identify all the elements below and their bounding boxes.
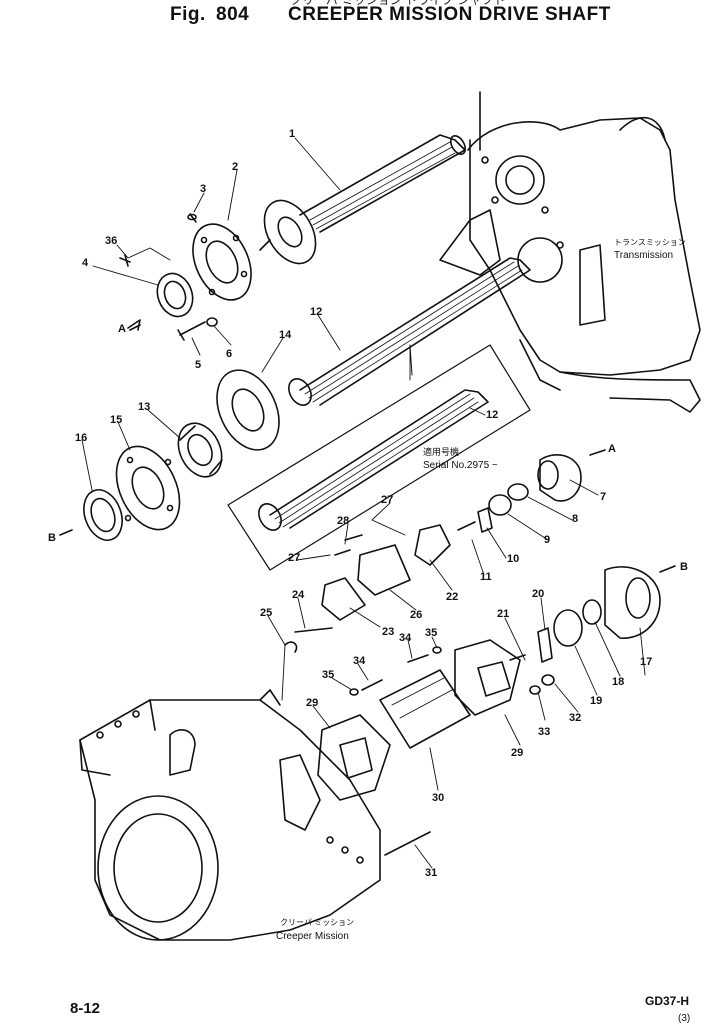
callout-35-lower: 35 (322, 669, 334, 681)
bolt-5 (177, 321, 206, 341)
arrow-a-right (589, 449, 606, 456)
lock-plate-10 (477, 507, 493, 533)
callout-15: 15 (110, 414, 122, 426)
washer-35b (349, 688, 359, 696)
flange-2 (192, 223, 252, 301)
callout-30: 30 (432, 792, 444, 804)
transmission-housing (439, 91, 701, 413)
page-number: 8-12 (70, 1000, 101, 1017)
callout-29-right: 29 (511, 747, 523, 759)
callout-13: 13 (138, 401, 150, 413)
plate-9 (488, 494, 512, 516)
bolt-11 (457, 521, 476, 531)
callout-16: 16 (75, 432, 87, 444)
universal-joint-lower (454, 639, 526, 716)
callout-33: 33 (538, 726, 550, 738)
serial-label-jp: 適用号機 (423, 446, 459, 457)
callout-29-left: 29 (306, 697, 318, 709)
universal-joint-upper (321, 524, 451, 621)
transmission-label: Transmission (614, 250, 673, 261)
bolt-36 (119, 254, 131, 267)
callout-a-right: A (608, 443, 616, 455)
creeper-mission-housing (79, 689, 381, 941)
callout-a-left: A (118, 323, 126, 335)
ring-18 (582, 599, 602, 625)
serial-label: Serial No.2975 ~ (423, 460, 498, 471)
callout-2: 2 (232, 161, 238, 173)
yoke-7 (537, 454, 582, 502)
callout-3: 3 (200, 183, 206, 195)
washer-33 (529, 685, 541, 695)
callout-24: 24 (292, 589, 305, 601)
callout-10: 10 (507, 553, 519, 565)
transmission-label-jp: トランスミッション (614, 238, 686, 247)
bolt-34a (407, 654, 429, 663)
callout-34-upper: 34 (399, 632, 412, 644)
callout-20: 20 (532, 588, 544, 600)
japanese-title: クリーパ ミッション ドライブ シャフト (290, 0, 506, 7)
callout-1: 1 (289, 128, 295, 140)
shaft-12-upper (288, 257, 531, 406)
callout-22: 22 (446, 591, 458, 603)
figure-number: 804 (216, 4, 250, 25)
nut-32 (541, 674, 555, 686)
creeper-label: Creeper Mission (276, 931, 349, 942)
leader-lines (81, 137, 646, 869)
callout-9: 9 (544, 534, 550, 546)
callout-b-right: B (680, 561, 688, 573)
callout-5: 5 (195, 359, 201, 371)
arrow-b-left (59, 529, 73, 536)
bolt-34b (361, 679, 383, 691)
callout-25: 25 (260, 607, 272, 619)
callout-labels: 1 2 3 36 4 5 6 12 14 13 15 16 12 7 8 9 1… (48, 128, 688, 879)
alt-shaft-12-box (227, 344, 531, 571)
callout-17: 17 (640, 656, 652, 668)
creeper-label-jp: クリーパ ミッション (280, 918, 354, 927)
callout-21: 21 (497, 608, 509, 620)
arrow-b-right (659, 565, 676, 573)
callout-19: 19 (590, 695, 602, 707)
callout-35-upper: 35 (425, 627, 437, 639)
universal-joint-29 (317, 714, 391, 801)
bolt-24 (294, 627, 333, 633)
callout-6: 6 (226, 348, 232, 360)
callout-31: 31 (425, 867, 437, 879)
callout-8: 8 (572, 513, 578, 525)
washer-6 (206, 317, 218, 327)
callout-32: 32 (569, 712, 581, 724)
callout-26: 26 (410, 609, 422, 621)
callout-12-upper: 12 (310, 306, 322, 318)
callout-12-alt: 12 (486, 409, 498, 421)
flange-14 (216, 369, 280, 451)
bearing-13 (177, 422, 223, 478)
seal-4 (156, 272, 194, 318)
yoke-17 (604, 566, 661, 639)
plate-19 (553, 609, 583, 647)
bolt-31 (384, 831, 431, 856)
ring-8 (507, 483, 529, 501)
callout-23: 23 (382, 626, 394, 638)
arrow-a-left (127, 319, 141, 331)
revision-mark: (3) (678, 1013, 691, 1024)
callout-34-lower: 34 (353, 655, 366, 667)
spacer-30 (379, 669, 471, 749)
callout-18: 18 (612, 676, 624, 688)
callout-36: 36 (105, 235, 117, 247)
callout-b-left: B (48, 532, 56, 544)
callout-7: 7 (600, 491, 606, 503)
figure-title: CREEPER MISSION DRIVE SHAFT (288, 4, 611, 25)
model-code: GD37-H (645, 994, 690, 1008)
callout-27-top: 27 (381, 494, 393, 506)
callout-28: 28 (337, 515, 349, 527)
callout-4: 4 (82, 257, 89, 269)
callout-27-left: 27 (288, 552, 300, 564)
seal-16 (83, 489, 123, 541)
ring-25 (284, 641, 298, 653)
shaft-1 (259, 134, 467, 265)
callout-11: 11 (480, 571, 492, 583)
figure-label: Fig. (170, 4, 206, 25)
lock-plate-20 (537, 627, 553, 663)
callout-14: 14 (279, 329, 292, 341)
